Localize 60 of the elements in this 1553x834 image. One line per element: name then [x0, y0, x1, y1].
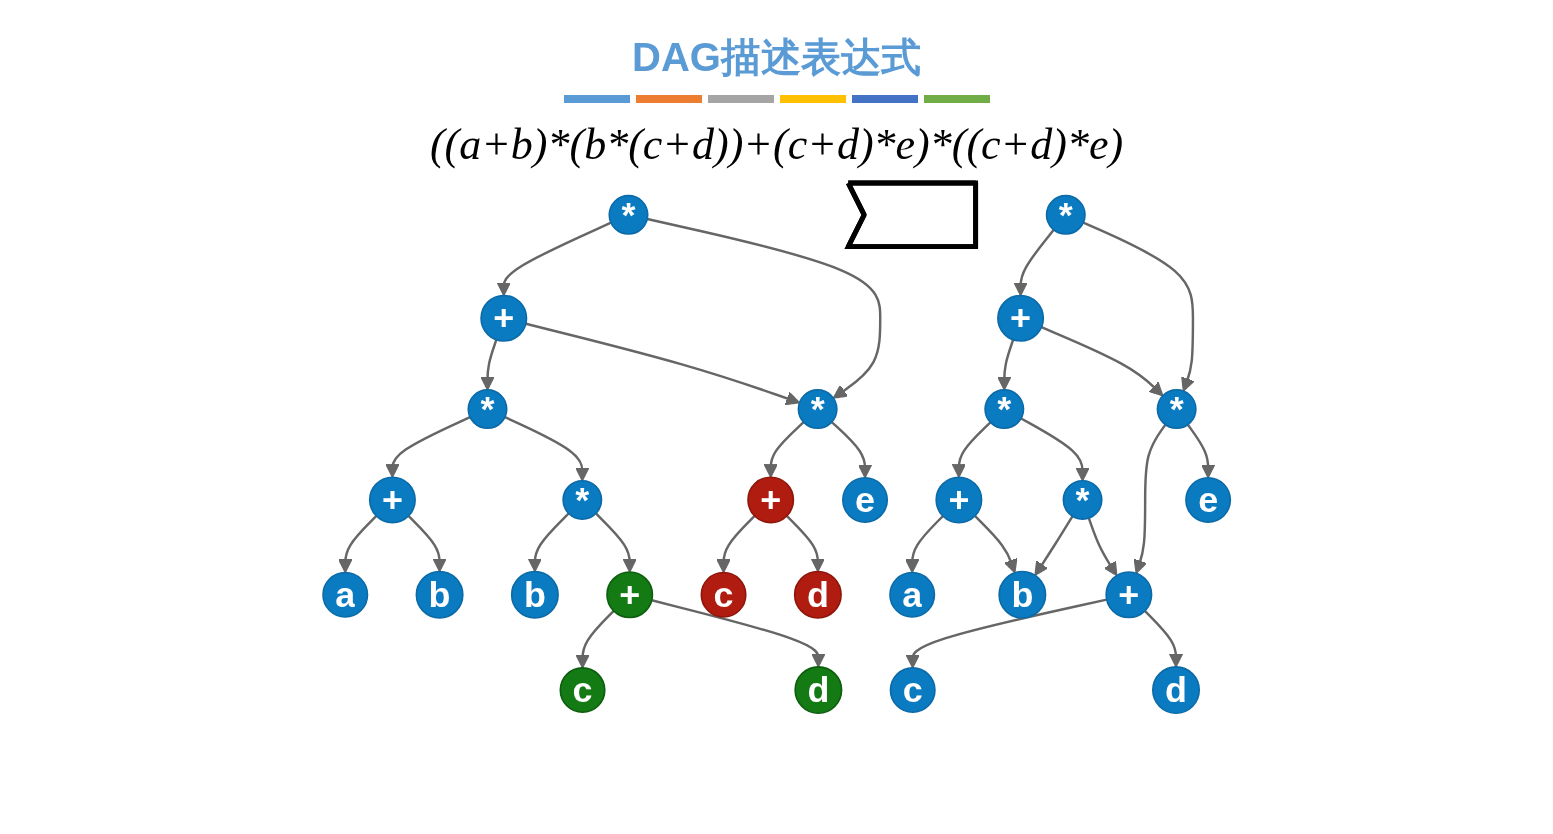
arrow [785, 515, 825, 573]
node-circle: * [608, 194, 649, 235]
arrow [651, 599, 826, 668]
expression: ((a+b)*(b*(c+d))+(c+d)*e)*((c+d)*e) [428, 119, 1125, 170]
node-circle: * [984, 389, 1025, 430]
arrow [337, 515, 378, 574]
arrow [830, 421, 872, 479]
arrow [1082, 221, 1195, 392]
arrow [480, 339, 498, 391]
arrow [527, 512, 570, 573]
node-circle: d [794, 666, 843, 715]
node-circle: e [1184, 476, 1231, 523]
arrow [1087, 517, 1118, 577]
node-circle: + [480, 294, 528, 342]
node-circle: + [605, 571, 654, 619]
node-circle: + [1105, 571, 1153, 619]
arrow [385, 416, 471, 478]
node-circle: a [322, 571, 369, 618]
arrow [407, 515, 447, 573]
arrow [1143, 610, 1183, 668]
node-circle: a [888, 571, 936, 618]
node-circle: + [368, 476, 416, 524]
node-circle: + [935, 476, 983, 524]
node-circle: d [793, 570, 842, 619]
arrow [1133, 423, 1167, 574]
arrow [575, 610, 615, 669]
arrow [1040, 326, 1164, 397]
arrow [594, 512, 637, 573]
arrow [525, 322, 800, 406]
arrow [1020, 417, 1090, 482]
node-circle: b [415, 570, 464, 619]
node-circle: + [996, 294, 1044, 342]
arrow [1186, 423, 1216, 479]
node-circle: * [1045, 194, 1086, 235]
arrow [1034, 515, 1074, 576]
node-circle: * [562, 479, 603, 520]
arrow [763, 421, 805, 478]
node-circle: * [467, 389, 508, 430]
arrow [951, 421, 992, 478]
node-circle: * [1156, 389, 1197, 430]
node-circle: c [889, 667, 936, 714]
node-circle: + [747, 476, 795, 524]
node-circle: c [700, 571, 747, 618]
node-circle: b [998, 570, 1047, 619]
node-circle: * [797, 389, 838, 430]
node-circle: * [1062, 479, 1103, 520]
node-circle: e [841, 476, 888, 523]
arrow [716, 515, 756, 574]
node-circle: b [510, 570, 559, 619]
arrow [1013, 229, 1055, 297]
arrow [646, 217, 882, 399]
arrow [973, 515, 1018, 574]
arrow [905, 598, 1107, 669]
node-circle: c [559, 667, 606, 714]
arrow [996, 339, 1015, 391]
arrow [904, 515, 944, 574]
node-circle: d [1151, 666, 1200, 715]
arrow [504, 416, 590, 482]
arrow [496, 221, 612, 297]
title: DAG描述表达式 [631, 34, 922, 81]
